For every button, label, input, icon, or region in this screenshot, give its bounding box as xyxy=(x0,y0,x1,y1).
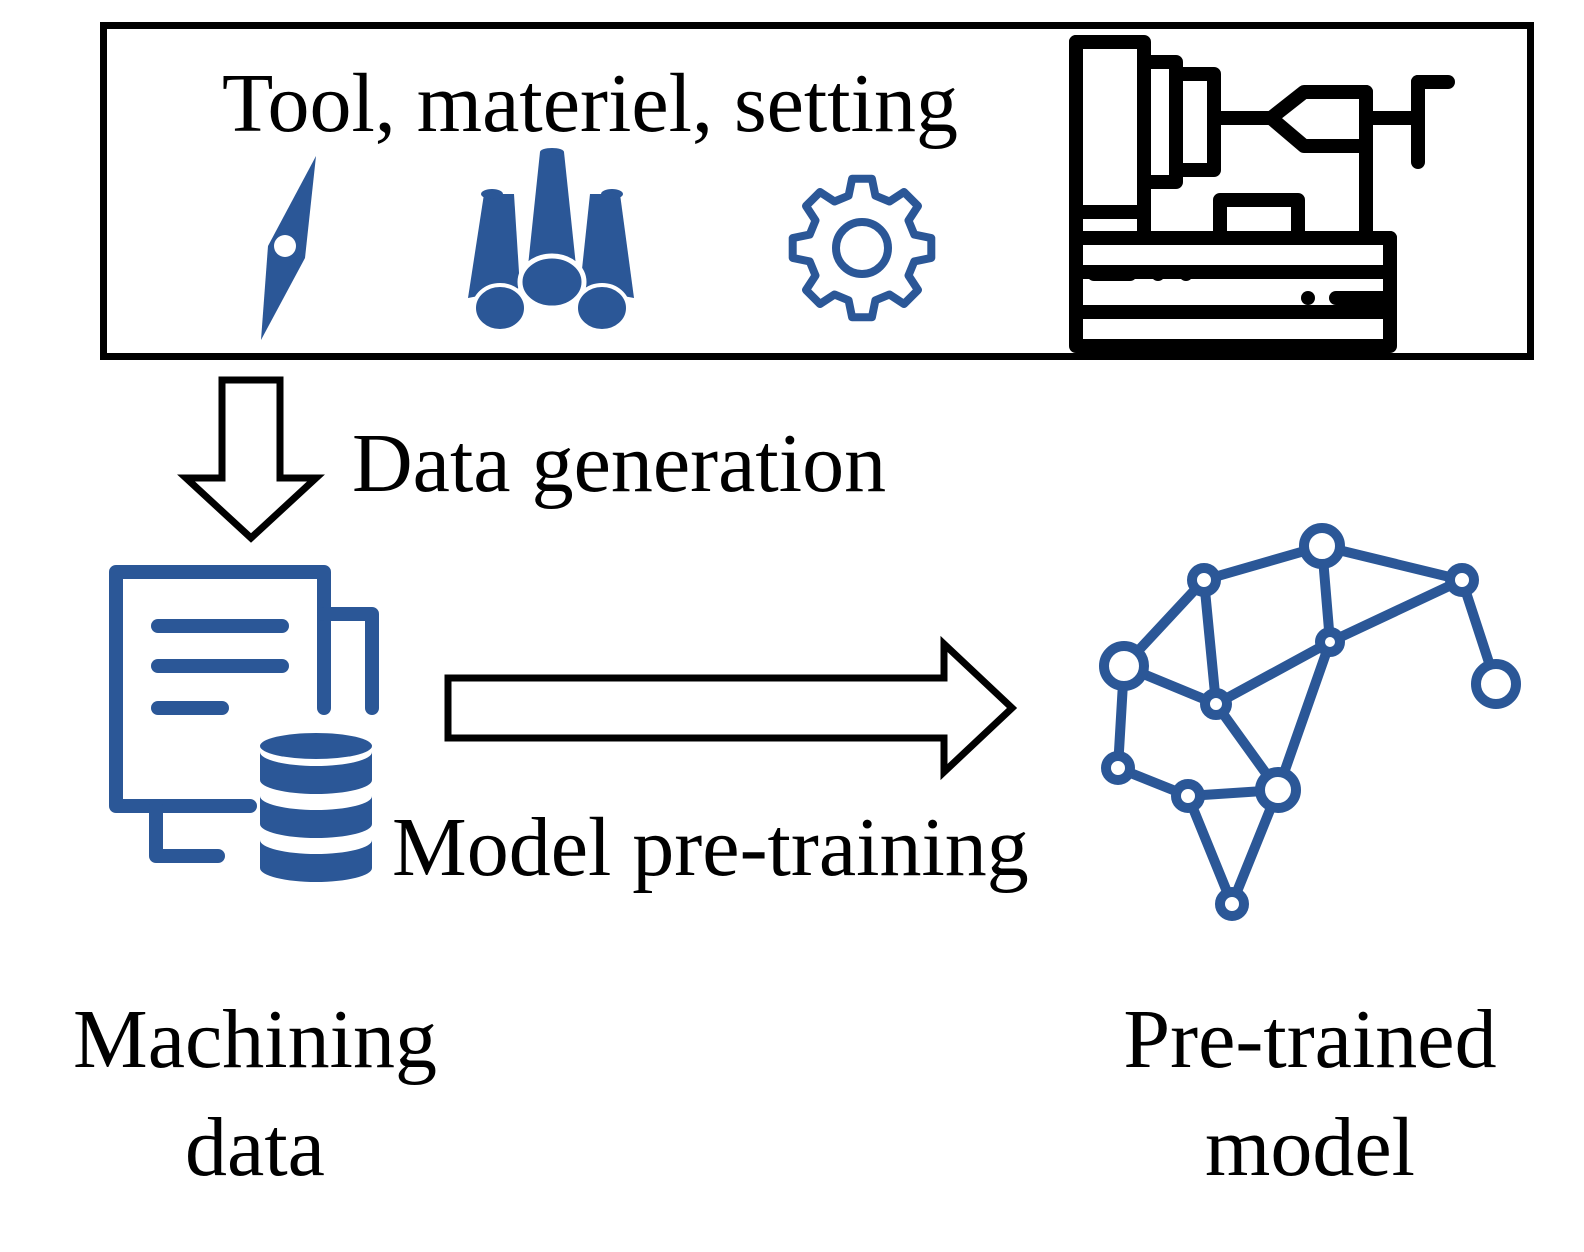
pretrained-model-line1: Pre-trained xyxy=(1123,993,1497,1086)
machining-data-label: Machining data xyxy=(30,986,480,1201)
pretrained-model-icon xyxy=(1099,523,1521,921)
down-arrow xyxy=(177,376,325,543)
setup-box xyxy=(100,22,1534,360)
setup-title: Tool, materiel, setting xyxy=(222,57,958,150)
machining-data-icon xyxy=(109,565,379,882)
cutting-tool-icon xyxy=(261,156,316,340)
pretrained-model-label: Pre-trained model xyxy=(1090,986,1530,1201)
pretrained-model-line2: model xyxy=(1205,1100,1415,1194)
machining-data-line2: data xyxy=(185,1100,325,1194)
data-generation-label: Data generation xyxy=(352,417,887,510)
material-bars-icon xyxy=(468,148,634,333)
cnc-machine-icon xyxy=(1069,35,1455,353)
settings-gear-icon xyxy=(788,174,936,322)
gear-outline xyxy=(788,174,936,322)
machining-data-line1: Machining xyxy=(73,993,437,1086)
right-arrow xyxy=(444,635,1018,781)
model-pretraining-label: Model pre-training xyxy=(392,801,1029,894)
